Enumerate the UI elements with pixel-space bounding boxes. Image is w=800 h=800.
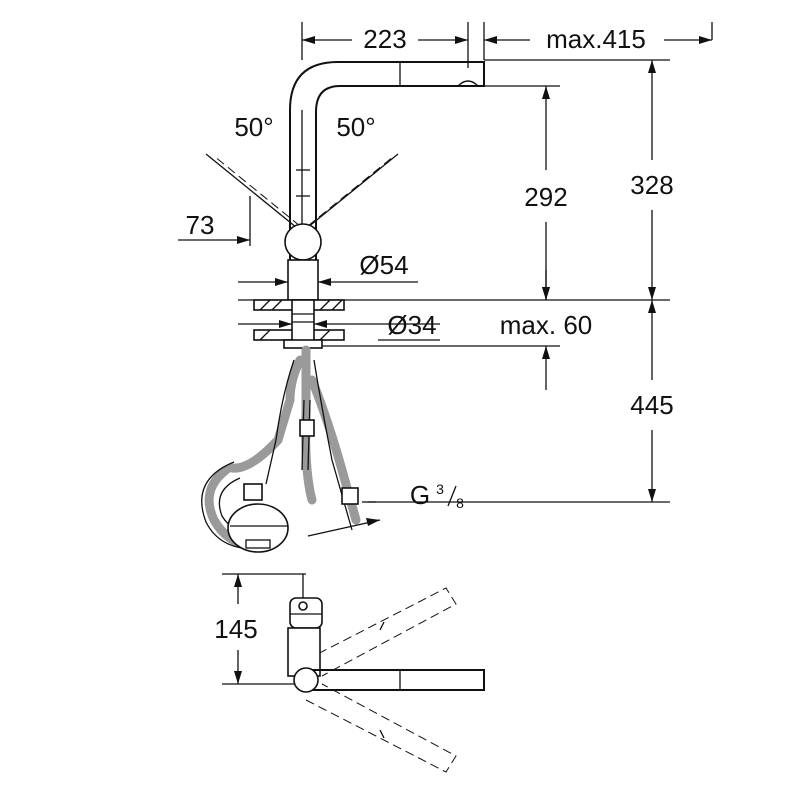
dim-thread-numerator: 3 bbox=[436, 481, 444, 497]
dim-thread-denominator: 8 bbox=[456, 495, 464, 511]
faucet-plan-view bbox=[222, 573, 485, 773]
faucet-side-view bbox=[178, 61, 485, 349]
right-dimension-lines bbox=[238, 59, 670, 503]
dim-spout-reach: 223 bbox=[363, 24, 406, 54]
dim-thread-prefix: G bbox=[410, 480, 430, 510]
thread-fraction-slash bbox=[447, 485, 457, 507]
dim-offset-73: 73 bbox=[186, 210, 215, 240]
dim-max-deck: max. 60 bbox=[500, 310, 593, 340]
dim-angle-left: 50° bbox=[234, 112, 273, 142]
hose-assembly bbox=[201, 345, 381, 553]
dim-plan-depth: 145 bbox=[214, 614, 257, 644]
dim-angle-right: 50° bbox=[336, 112, 375, 142]
dim-max-reach: max.415 bbox=[546, 24, 646, 54]
top-dimension-lines bbox=[301, 22, 713, 68]
dim-spout-height: 292 bbox=[524, 182, 567, 212]
dim-hole-diameter: Ø34 bbox=[387, 310, 436, 340]
dim-below-deck: 445 bbox=[630, 390, 673, 420]
dim-total-height: 328 bbox=[630, 170, 673, 200]
dim-base-diameter: Ø54 bbox=[359, 250, 408, 280]
